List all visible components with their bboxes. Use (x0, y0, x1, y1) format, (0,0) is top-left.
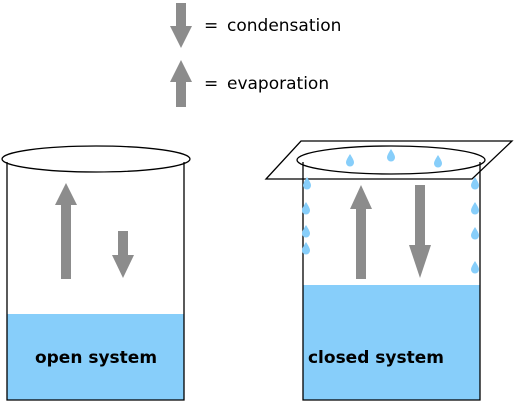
droplet (387, 149, 395, 162)
condensation-label: condensation (227, 16, 341, 36)
condensation-arrow-icon (170, 3, 192, 48)
droplet (471, 227, 479, 240)
droplet (434, 155, 442, 168)
evaporation-equals: = (204, 74, 218, 94)
droplets (302, 149, 479, 274)
legend-evaporation: = evaporation (170, 60, 329, 107)
closed-beaker-wall (302, 162, 481, 401)
droplet (471, 261, 479, 274)
legend-condensation: = condensation (170, 3, 341, 48)
legend: = condensation = evaporation (170, 3, 341, 107)
open-evaporation-arrow (55, 183, 77, 279)
droplet (346, 154, 354, 167)
open-system-beaker: open system (1, 145, 191, 401)
open-system-label: open system (35, 348, 157, 368)
open-beaker-wall (6, 162, 185, 401)
evaporation-label: evaporation (227, 74, 329, 94)
closed-condensation-arrow (409, 185, 431, 278)
droplet (471, 202, 479, 215)
closed-system-beaker: closed system (264, 140, 514, 401)
evaporation-arrow-icon (170, 60, 192, 107)
closed-system-label: closed system (308, 348, 444, 368)
closed-water (303, 285, 480, 400)
condensation-equals: = (204, 16, 218, 36)
open-beaker-rim (1, 145, 191, 173)
closed-beaker-rim (296, 145, 486, 175)
closed-evaporation-arrow (350, 185, 372, 279)
closed-lid (264, 140, 514, 180)
open-condensation-arrow (112, 231, 134, 278)
open-water (7, 314, 184, 400)
